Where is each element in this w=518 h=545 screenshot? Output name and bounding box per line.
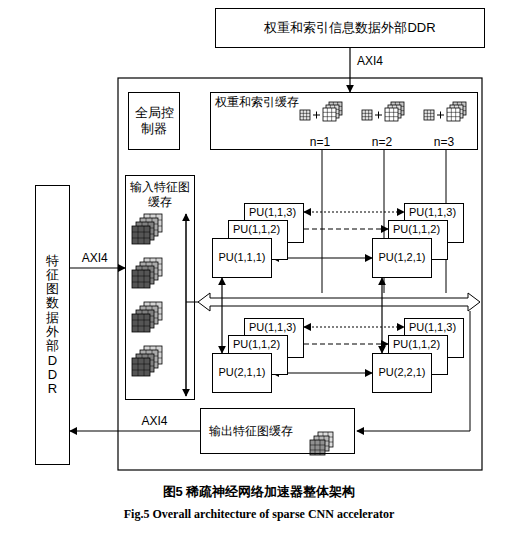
caption-en: Fig.5 Overall architecture of sparse CNN… [124,507,394,521]
pu-label: PU(1,1,3) [409,321,456,335]
connector [304,326,404,327]
connectors [70,48,404,431]
input-bus-link [186,302,198,303]
buffer-box: 输出特征图缓存 [200,408,355,454]
pu-label: PU(1,1,3) [249,206,296,220]
pu-label: PU(1,2,1) [378,251,425,265]
chip-boundary [118,78,482,470]
grid-square [300,110,310,120]
node-label: 特征图数据外部DDR [46,254,59,397]
grid-square [132,270,150,288]
pu-card: PU(1,2,1) [372,238,432,278]
node-label: 权重和索引信息数据外部DDR [264,20,435,36]
pu-card: PU(2,2,1) [372,353,432,393]
data-bus [198,293,480,311]
pu-label: PU(2,2,1) [378,366,425,380]
grid-square [424,110,434,120]
output-wire [357,311,470,431]
grid-square [362,110,372,120]
pu-label: PU(1,1,3) [249,321,296,335]
group-index: n=1 [310,135,330,149]
connector [70,267,125,268]
connector [381,278,382,353]
feature-map-icons [132,102,466,455]
external-ddr: 特征图数据外部DDR [35,185,70,465]
controller-box: 全局控制器 [128,92,180,150]
pu-label: PU(1,1,2) [233,223,280,237]
node-label: 权重和索引缓存 [215,95,299,110]
pu-card: PU(1,1,1) [212,238,272,278]
node-label: 全局控制器 [131,105,177,138]
grid-square [323,108,336,121]
connector [221,278,222,353]
weight-wire [322,150,323,293]
pu-card: PU(2,1,1) [212,353,272,393]
node-label: 输出特征图缓存 [209,424,293,439]
grid-square [132,358,150,376]
grid-square [310,440,325,455]
pu-label: PU(1,1,2) [393,338,440,352]
group-index: n=3 [434,135,454,149]
grid-square [132,314,150,332]
grid-square [385,108,398,121]
pu-label: PU(1,1,2) [233,338,280,352]
group-index: n=2 [372,135,392,149]
external-ddr: 权重和索引信息数据外部DDR [215,8,485,48]
connector [70,430,200,431]
grid-square [447,108,460,121]
connector [304,211,404,212]
bus-label: AXI4 [80,251,110,265]
input-bus-arrow [185,214,187,396]
caption: 图5 稀疏神经网络加速器整体架构 [163,484,356,500]
grid-square [132,226,150,244]
pu-label: PU(1,1,1) [218,251,265,265]
buffer-box: 输入特征图缓存 [125,175,195,400]
bus-label: AXI4 [355,54,385,68]
connector [349,48,350,92]
bus-label: AXI4 [139,414,169,428]
node-label: 输入特征图缓存 [130,180,190,210]
pu-label: PU(1,1,3) [409,206,456,220]
pu-label: PU(2,1,1) [218,366,265,380]
pu-label: PU(1,1,2) [393,223,440,237]
